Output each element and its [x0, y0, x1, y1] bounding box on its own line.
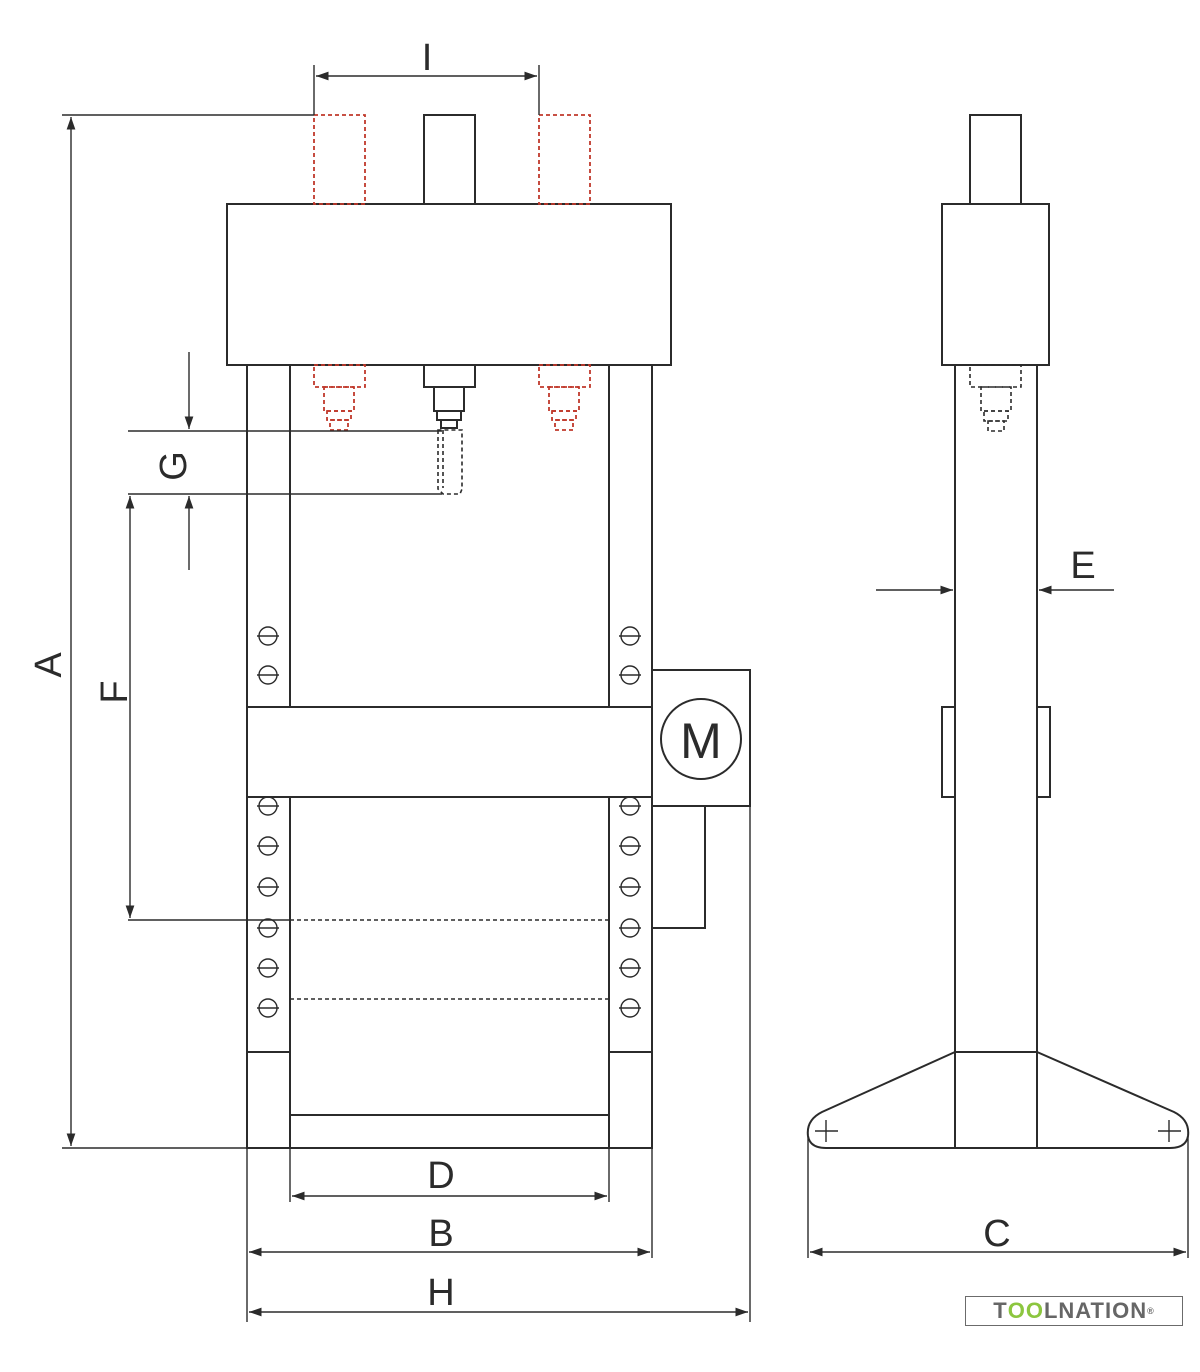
top-head-beam: [226, 203, 672, 366]
logo-text-pre: T: [993, 1298, 1008, 1323]
label-G: G: [153, 451, 195, 481]
press-table: [246, 706, 653, 798]
label-F: F: [94, 680, 136, 703]
side-foot: [806, 1051, 1190, 1149]
side-head: [941, 203, 1050, 366]
side-table-bracket-right: [1036, 706, 1051, 798]
dimension-labels: I A G F E D B H C: [28, 37, 1096, 1314]
dimension-lines: [62, 65, 1189, 1322]
label-I: I: [422, 37, 433, 79]
side-view: [806, 114, 1190, 1149]
label-E: E: [1070, 545, 1095, 587]
side-column: [954, 364, 1038, 1149]
motor-hose: [652, 806, 706, 929]
motor-box: [651, 669, 751, 807]
label-D: D: [427, 1155, 454, 1197]
label-A: A: [28, 652, 70, 678]
logo-text-oo: OO: [1007, 1298, 1044, 1323]
alternate-cylinder-positions: [313, 114, 591, 431]
right-pin-holes: [619, 626, 641, 1018]
label-B: B: [428, 1213, 453, 1255]
motor-label: M: [680, 713, 722, 769]
piston-head: [423, 364, 476, 388]
front-view: M: [226, 114, 751, 1149]
logo-registered: ®: [1147, 1306, 1155, 1316]
logo-text-post: LNATION: [1043, 1298, 1148, 1323]
side-table-bracket-left: [941, 706, 956, 798]
side-cylinder: [969, 114, 1022, 205]
main-cylinder: [423, 114, 476, 205]
left-pin-holes: [257, 626, 279, 1018]
motor-symbol: [660, 698, 742, 780]
label-C: C: [983, 1213, 1010, 1255]
bottom-base-beam: [289, 1114, 610, 1149]
piston-stroke-outline: [437, 429, 463, 495]
label-H: H: [427, 1272, 454, 1314]
